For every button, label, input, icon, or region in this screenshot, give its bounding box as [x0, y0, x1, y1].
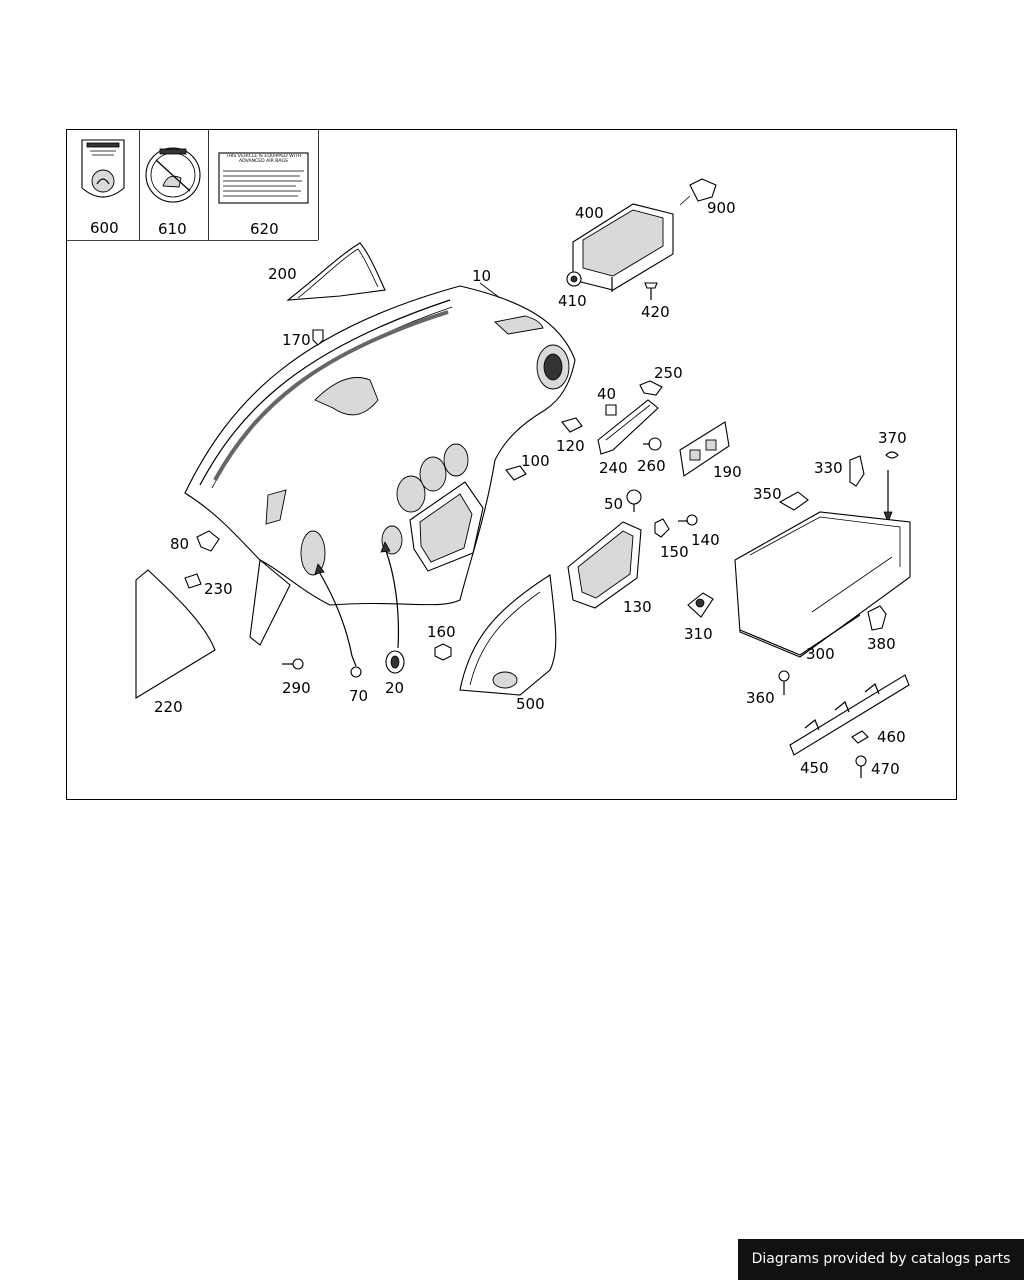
airbag-warning-badge-icon[interactable] [81, 139, 125, 198]
callout-370: 370 [878, 429, 907, 447]
callout-500: 500 [516, 695, 545, 713]
clip-100-part[interactable] [505, 465, 527, 481]
callout-10: 10 [472, 267, 491, 285]
clip-230-part[interactable] [184, 573, 202, 589]
clip-370-part[interactable] [883, 451, 899, 524]
screw-70-part[interactable] [314, 563, 362, 678]
clip-150-part[interactable] [654, 518, 670, 538]
callout-610: 610 [158, 220, 187, 238]
callout-140: 140 [691, 531, 720, 549]
switch-panel-190-part[interactable] [679, 421, 730, 477]
callout-200: 200 [268, 265, 297, 283]
callout-50: 50 [604, 495, 623, 513]
callout-260: 260 [637, 457, 666, 475]
callout-120: 120 [556, 437, 585, 455]
callout-170: 170 [282, 331, 311, 349]
callout-130: 130 [623, 598, 652, 616]
callout-330: 330 [814, 459, 843, 477]
grommet-20-part[interactable] [380, 541, 405, 674]
warning-label-boxes [66, 129, 319, 241]
callout-230: 230 [204, 580, 233, 598]
callout-380: 380 [867, 635, 896, 653]
callout-600: 600 [90, 219, 119, 237]
callout-80: 80 [170, 535, 189, 553]
callout-470: 470 [871, 760, 900, 778]
no-child-seat-sticker-icon[interactable] [145, 147, 201, 203]
side-panel-220-part[interactable] [135, 569, 216, 699]
screw-420-part[interactable] [644, 282, 658, 300]
callout-300: 300 [806, 645, 835, 663]
callout-620: 620 [250, 220, 279, 238]
defroster-trim-part[interactable] [286, 242, 386, 301]
callout-240: 240 [599, 459, 628, 477]
callout-360: 360 [746, 689, 775, 707]
latch-330-part[interactable] [849, 455, 865, 487]
glovebox-300-part[interactable] [734, 511, 911, 658]
screw-260-part[interactable] [643, 437, 662, 451]
screw-470-part[interactable] [855, 755, 867, 778]
diagram-frame [66, 129, 957, 800]
callout-410: 410 [558, 292, 587, 310]
bracket-40-part[interactable] [605, 404, 617, 416]
callout-400: 400 [575, 204, 604, 222]
screw-140-part[interactable] [678, 514, 698, 526]
callout-70: 70 [349, 687, 368, 705]
clip-120-part[interactable] [561, 417, 583, 433]
sticker-title: THIS VEHICLE IS EQUIPPED WITH ADVANCED A… [225, 154, 302, 164]
nut-160-part[interactable] [434, 643, 452, 661]
lock-380-part[interactable] [867, 605, 887, 631]
callout-450: 450 [800, 759, 829, 777]
clip-80-part[interactable] [196, 530, 220, 552]
clip-350-part[interactable] [778, 491, 809, 511]
screw-360-part[interactable] [778, 670, 790, 695]
dashboard-assembly[interactable] [184, 285, 576, 646]
callout-40: 40 [597, 385, 616, 403]
footer-banner: Diagrams provided by catalogs parts [738, 1239, 1024, 1280]
screw-50-part[interactable] [626, 489, 642, 512]
callout-160: 160 [427, 623, 456, 641]
advanced-airbag-sticker[interactable]: THIS VEHICLE IS EQUIPPED WITH ADVANCED A… [218, 152, 309, 204]
callout-20: 20 [385, 679, 404, 697]
callout-220: 220 [154, 698, 183, 716]
callout-190: 190 [713, 463, 742, 481]
clip-170-part[interactable] [312, 329, 324, 346]
bracket-250-part[interactable] [639, 380, 663, 396]
callout-310: 310 [684, 625, 713, 643]
frame-130-part[interactable] [567, 521, 642, 609]
trim-rail-450-part[interactable] [789, 674, 910, 756]
clip-460-part[interactable] [851, 730, 869, 744]
cover-500-part[interactable] [459, 574, 557, 696]
callout-100: 100 [521, 452, 550, 470]
callout-460: 460 [877, 728, 906, 746]
callout-900: 900 [707, 199, 736, 217]
chip-900-part[interactable] [679, 178, 717, 206]
callout-290: 290 [282, 679, 311, 697]
callout-420: 420 [641, 303, 670, 321]
callout-150: 150 [660, 543, 689, 561]
screw-290-part[interactable] [282, 658, 304, 670]
callout-250: 250 [654, 364, 683, 382]
callout-350: 350 [753, 485, 782, 503]
bracket-240-part[interactable] [597, 399, 659, 455]
switch-310-part[interactable] [687, 592, 714, 618]
nut-410-part[interactable] [566, 271, 582, 287]
